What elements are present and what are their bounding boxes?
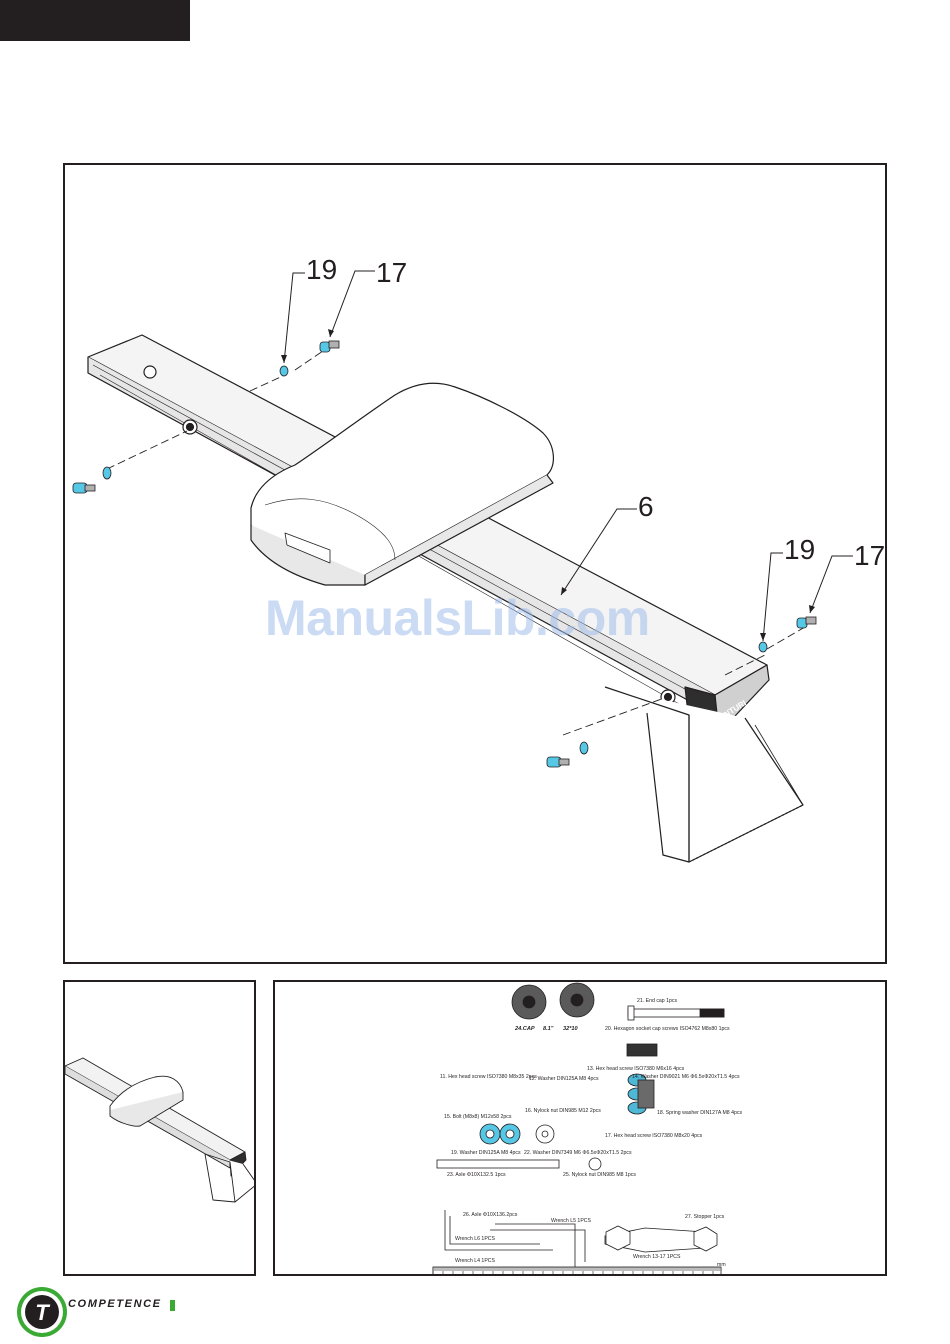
- part-label: 16. Nylock nut DIN985 M12 2pcs: [525, 1108, 601, 1114]
- part-label: 18. Spring washer DIN127A M8 4pcs: [657, 1110, 742, 1116]
- part-label: Wrench L6 1PCS: [455, 1236, 496, 1242]
- washer-19-right-b: [758, 641, 768, 653]
- part-label: 24.CAP: [514, 1026, 535, 1032]
- axle-icon: [436, 1159, 560, 1169]
- part-label: Wrench L4 1PCS: [455, 1258, 496, 1264]
- part-label: 22. Washer DIN7349 M6 Φ6.5xΦ20xT1.5 2pcs: [524, 1150, 632, 1156]
- section-header-tab: [0, 0, 190, 41]
- ruler-unit-label: mm: [717, 1262, 726, 1268]
- hardware-parts-drawing: 24.CAP 8.1" 32*10 21. End cap 1pcs 20. H…: [432, 982, 742, 1274]
- part-label: 25. Nylock nut DIN985 M8 1pcs: [563, 1172, 636, 1178]
- callout-label: 17: [376, 257, 407, 288]
- brand-logo-icon: T: [17, 1287, 67, 1337]
- brand-accent-bar: [170, 1300, 175, 1311]
- washer-19-left-a: [102, 466, 112, 480]
- part-label: Wrench L5 1PCS: [551, 1218, 592, 1224]
- part-label: 15. Bolt (M8x8) M12x58 2pcs: [444, 1114, 512, 1120]
- overview-drawing: [65, 1057, 254, 1203]
- nut-icon: [588, 1157, 602, 1171]
- part-label: 23. Axle Φ10X132.5 1pcs: [447, 1172, 506, 1178]
- part-label: 19. Washer DIN125A M8 4pcs: [451, 1150, 521, 1156]
- part-label: 21. End cap 1pcs: [637, 998, 677, 1004]
- logo-letter: T: [35, 1300, 50, 1325]
- allen-wrench-icon: [444, 1210, 586, 1267]
- assembly-diagram-frame: 19 17 6 19 17 TUNTURI: [63, 163, 887, 964]
- washer-19-top-a: [279, 365, 289, 377]
- part-label: 17. Hex head screw ISO7380 M8x20 4pcs: [605, 1133, 703, 1139]
- part-label: 8.1": [543, 1026, 554, 1032]
- part-label: 32*10: [563, 1026, 579, 1032]
- watermark-text: ManualsLib.com: [265, 590, 650, 646]
- callout-label: 6: [638, 491, 654, 522]
- part-label: Wrench 13-17 1PCS: [633, 1254, 681, 1260]
- part-label: 14. Washer DIN9021 M6 Φ6.5xΦ20xT1.5 4pcs: [632, 1074, 740, 1080]
- callout-label: 19: [784, 534, 815, 565]
- overview-thumbnail-frame: [63, 980, 256, 1276]
- part-label: 11. Hex head screw ISO7380 M8x35 2pcs: [440, 1074, 537, 1080]
- part-label: 20. Hexagon socket cap screws ISO4762 M8…: [605, 1026, 730, 1032]
- washer-19-left-b: [579, 741, 589, 755]
- part-label: 26. Axle Φ10X136.2pcs: [463, 1212, 518, 1218]
- part-label: 12. Washer DIN125A M8 4pcs: [529, 1076, 599, 1082]
- brand-name: COMPETENCE: [68, 1298, 162, 1310]
- rail-assembly-drawing: 19 17 6 19 17 TUNTURI: [72, 254, 885, 863]
- screw-17-top-a: [319, 341, 331, 353]
- parts-list-frame: 24.CAP 8.1" 32*10 21. End cap 1pcs 20. H…: [273, 980, 887, 1276]
- callout-label: 19: [306, 254, 337, 285]
- part-label: 13. Hex head screw ISO7380 M6x16 4pcs: [587, 1066, 685, 1072]
- hex-head-screw-icon: [626, 1043, 658, 1057]
- callout-label: 17: [854, 540, 885, 571]
- part-label: 27. Stopper 1pcs: [685, 1214, 725, 1220]
- screw-17-right-b: [796, 617, 808, 629]
